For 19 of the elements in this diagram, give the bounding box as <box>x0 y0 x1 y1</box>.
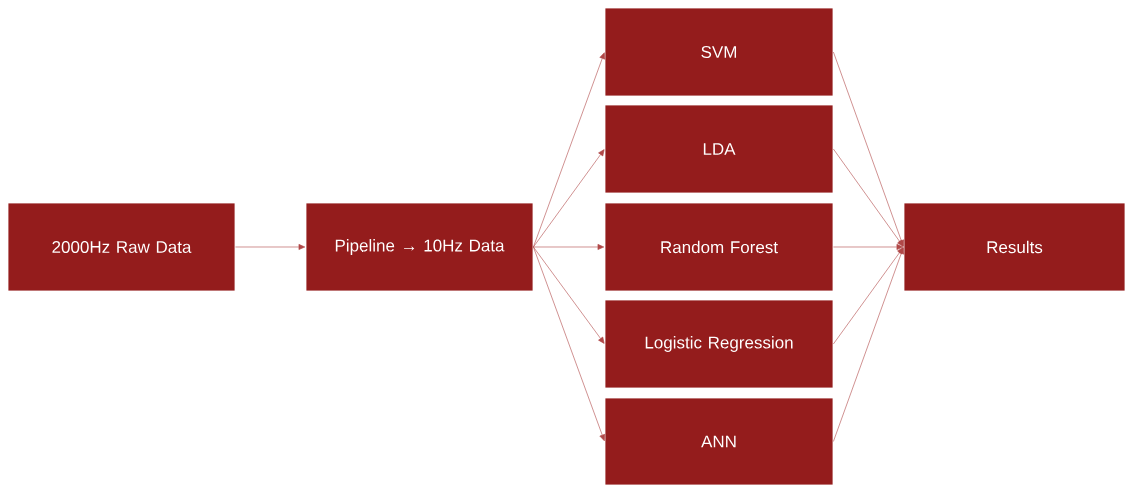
process-box: Pipeline → 10Hz Data <box>305 202 534 292</box>
arrow <box>533 149 605 248</box>
process-box: Results <box>903 202 1125 292</box>
arrow <box>533 244 605 250</box>
arrow <box>533 246 606 442</box>
process-box: SVM <box>604 7 834 97</box>
arrow <box>235 244 306 250</box>
arrow <box>833 51 905 247</box>
process-box: Logistic Regression <box>604 299 834 389</box>
process-box: LDA <box>604 104 834 194</box>
process-box: Random Forest <box>604 202 834 292</box>
process-box: 2000Hz Raw Data <box>7 202 236 292</box>
arrow <box>833 247 905 442</box>
arrow <box>533 246 605 344</box>
process-box: ANN <box>604 397 834 486</box>
arrow <box>833 148 904 247</box>
arrow <box>533 52 606 248</box>
arrow <box>833 244 904 250</box>
arrow <box>833 247 904 345</box>
